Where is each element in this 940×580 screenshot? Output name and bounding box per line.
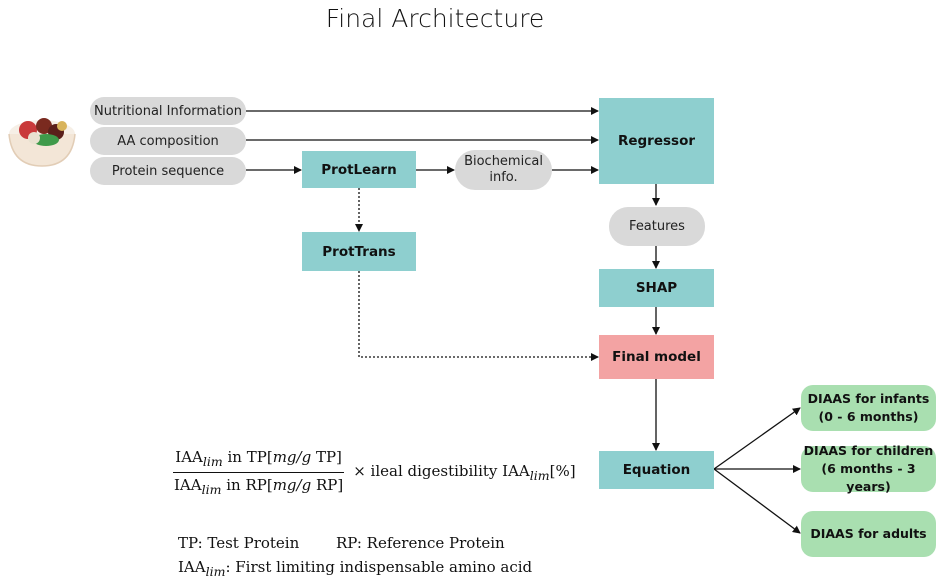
legend-rp: RP: Reference Protein — [336, 534, 505, 552]
edge-equation-adults — [713, 468, 801, 534]
input-sequence-label: Protein sequence — [111, 163, 225, 179]
legend-iaa-lim: IAAlim: First limiting indispensable ami… — [178, 558, 533, 579]
node-prottrans: ProtTrans — [302, 232, 416, 271]
prottrans-label: ProtTrans — [322, 243, 396, 260]
output-diaas-children: DIAAS for children (6 months - 3 years) — [801, 443, 936, 494]
regressor-label: Regressor — [617, 133, 696, 149]
node-protlearn: ProtLearn — [302, 151, 416, 188]
final-model-label: Final model — [612, 349, 701, 365]
formula-digestibility-term: × ileal digestibility IAAlim[%] — [353, 462, 576, 483]
formula-numerator: IAAlim in TP[mg/g TP] — [173, 448, 344, 473]
features-label: Features — [629, 219, 685, 234]
input-nutritional-label: Nutritional Information — [94, 103, 242, 119]
edge-equation-infants — [713, 407, 801, 470]
infants-label-line1: DIAAS for infants — [807, 391, 930, 406]
edge-prottrans-final-model — [358, 271, 599, 361]
node-shap: SHAP — [599, 269, 714, 307]
protlearn-label: ProtLearn — [321, 161, 397, 178]
page-title: Final Architecture — [325, 4, 545, 33]
legend-tp: TP: Test Protein — [178, 534, 300, 552]
output-diaas-adults: DIAAS for adults — [801, 511, 936, 557]
food-bowl-icon — [8, 118, 76, 167]
biochem-label-line2: info. — [489, 170, 518, 185]
node-biochemical-info: Biochemical info. — [455, 150, 552, 190]
node-final-model: Final model — [599, 335, 714, 379]
equation-label: Equation — [622, 462, 691, 478]
formula-fraction: IAAlim in TP[mg/g TP] IAAlim in RP[mg/g … — [172, 448, 345, 497]
input-aa-label: AA composition — [117, 133, 219, 149]
node-regressor: Regressor — [599, 98, 714, 184]
infants-label-line2: (0 - 6 months) — [818, 409, 919, 424]
input-protein-sequence: Protein sequence — [90, 157, 246, 185]
shap-label: SHAP — [635, 280, 678, 296]
children-label-line1: DIAAS for children — [803, 443, 934, 458]
node-features: Features — [609, 207, 705, 246]
input-nutritional-information: Nutritional Information — [90, 97, 246, 125]
adults-label: DIAAS for adults — [810, 526, 927, 541]
output-diaas-infants: DIAAS for infants (0 - 6 months) — [801, 385, 936, 431]
children-label-line2: (6 months - 3 years) — [821, 461, 916, 494]
node-equation: Equation — [599, 451, 714, 489]
biochem-label-line1: Biochemical — [464, 154, 543, 169]
formula-denominator: IAAlim in RP[mg/g RP] — [174, 476, 344, 497]
diaas-formula: IAAlim in TP[mg/g TP] IAAlim in RP[mg/g … — [172, 448, 576, 497]
input-aa-composition: AA composition — [90, 127, 246, 155]
